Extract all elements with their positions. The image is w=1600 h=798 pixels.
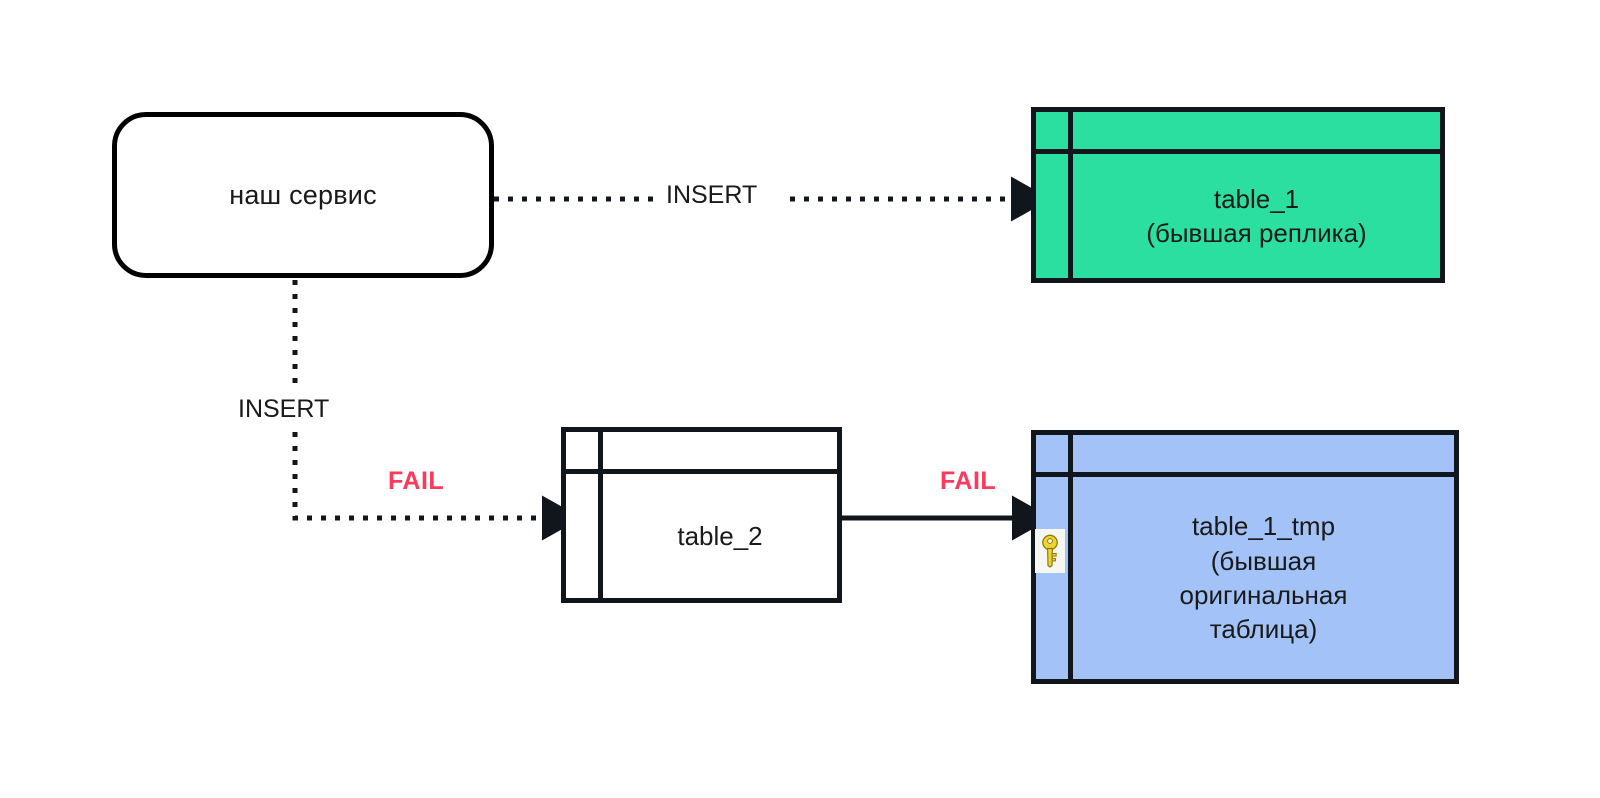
table-2-header-gutter [566,432,603,469]
edge-label-fail-table2-to-table1tmp: FAIL [940,467,997,495]
edge-label-fail-service-to-table2: FAIL [388,467,445,495]
table-2-body-row: table_2 [566,474,837,598]
node-service[interactable]: наш сервис [112,112,494,278]
table-1-tmp-header-row [1036,435,1454,477]
node-table-1[interactable]: table_1 (бывшая реплика) [1031,107,1445,283]
node-table-1-tmp-label: table_1_tmp (бывшая оригинальная таблица… [1179,511,1348,645]
table-1-tmp-body-gutter [1035,477,1073,679]
node-table-2-label: table_2 [677,520,763,551]
table-1-header-row [1036,112,1440,154]
table-1-body-gutter [1036,154,1073,278]
table-1-tmp-header-main [1073,435,1454,472]
table-2-header-main [603,432,837,469]
table-1-header-main [1073,112,1440,149]
table-1-body-main: table_1 (бывшая реплика) [1073,154,1440,278]
table-1-header-gutter [1036,112,1073,149]
edge-label-insert-vertical: INSERT [238,395,330,423]
edge-label-insert-horizontal: INSERT [666,181,758,209]
key-icon [1035,529,1065,573]
table-1-body-row: table_1 (бывшая реплика) [1036,154,1440,278]
table-2-body-main: table_2 [603,474,837,598]
node-table-2[interactable]: table_2 [561,427,842,603]
table-1-tmp-header-gutter [1036,435,1073,472]
node-service-label: наш сервис [229,179,377,210]
node-table-1-label: table_1 (бывшая реплика) [1146,183,1367,248]
table-1-tmp-body-row: table_1_tmp (бывшая оригинальная таблица… [1035,477,1454,679]
table-2-header-row [566,432,837,474]
table-1-tmp-body-main: table_1_tmp (бывшая оригинальная таблица… [1073,477,1454,679]
table-2-body-gutter [566,474,603,598]
node-table-1-tmp[interactable]: table_1_tmp (бывшая оригинальная таблица… [1031,430,1459,684]
